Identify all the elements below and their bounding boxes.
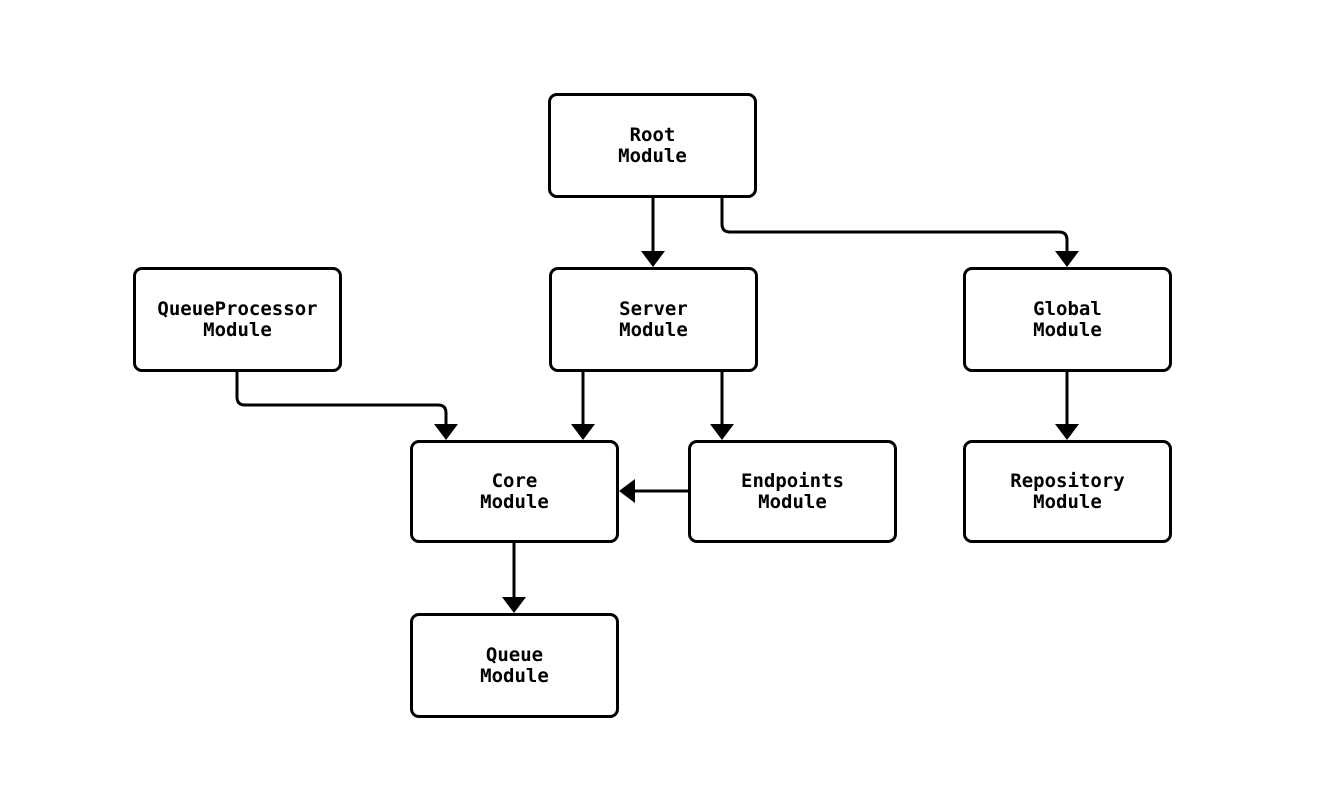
arrowhead-icon — [1055, 251, 1079, 267]
node-repository-module: Repository Module — [963, 440, 1172, 543]
node-label: Queue Module — [480, 643, 549, 687]
node-label: Core Module — [480, 469, 549, 513]
edge-queueprocessor-to-core — [235, 372, 458, 440]
node-server-module: Server Module — [549, 267, 758, 372]
arrowhead-icon — [641, 251, 665, 267]
edge-core-to-queue — [502, 543, 526, 613]
node-queueprocessor-module: QueueProcessor Module — [133, 267, 342, 372]
node-label: Repository Module — [1010, 469, 1125, 513]
edge-root-to-global — [720, 198, 1079, 267]
node-label: Root Module — [618, 123, 687, 167]
arrowhead-icon — [434, 424, 458, 440]
arrowhead-icon — [571, 424, 595, 440]
node-label: Endpoints Module — [741, 469, 844, 513]
edge-server-to-endpoints — [710, 372, 734, 440]
edge-global-to-repository — [1055, 372, 1079, 440]
node-global-module: Global Module — [963, 267, 1172, 372]
edge-root-to-server — [641, 198, 665, 267]
node-label: Server Module — [619, 297, 688, 341]
node-queue-module: Queue Module — [410, 613, 619, 718]
arrowhead-icon — [619, 479, 635, 503]
edge-endpoints-to-core — [619, 479, 688, 503]
node-label: Global Module — [1033, 297, 1102, 341]
arrowhead-icon — [710, 424, 734, 440]
node-label: QueueProcessor Module — [157, 297, 318, 341]
node-endpoints-module: Endpoints Module — [688, 440, 897, 543]
node-root-module: Root Module — [548, 93, 757, 198]
node-core-module: Core Module — [410, 440, 619, 543]
arrowhead-icon — [1055, 424, 1079, 440]
edge-server-to-core — [571, 372, 595, 440]
arrowhead-icon — [502, 597, 526, 613]
